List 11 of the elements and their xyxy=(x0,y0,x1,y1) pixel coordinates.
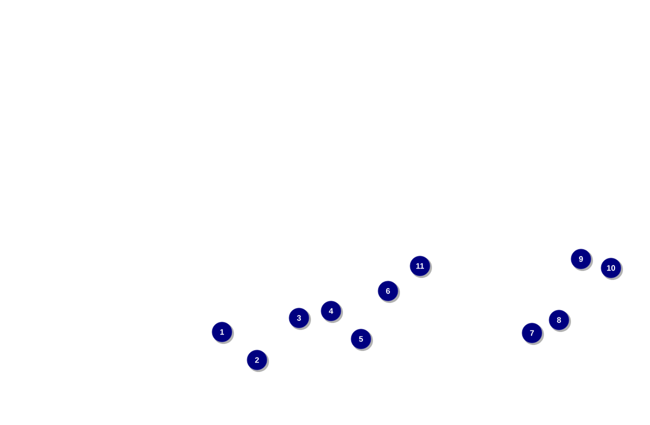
callout-number: 4 xyxy=(320,300,343,323)
callout-number: 5 xyxy=(350,328,373,351)
callout-number: 9 xyxy=(570,248,593,271)
callout-number: 7 xyxy=(522,322,544,345)
callout-number: 1 xyxy=(212,322,234,344)
callout-number: 2 xyxy=(246,350,269,372)
callout-number: 3 xyxy=(288,308,311,330)
callout-number: 10 xyxy=(600,258,623,280)
callout-number: 8 xyxy=(548,310,571,332)
callout-number: 6 xyxy=(378,280,400,303)
callout-number: 11 xyxy=(410,256,432,278)
